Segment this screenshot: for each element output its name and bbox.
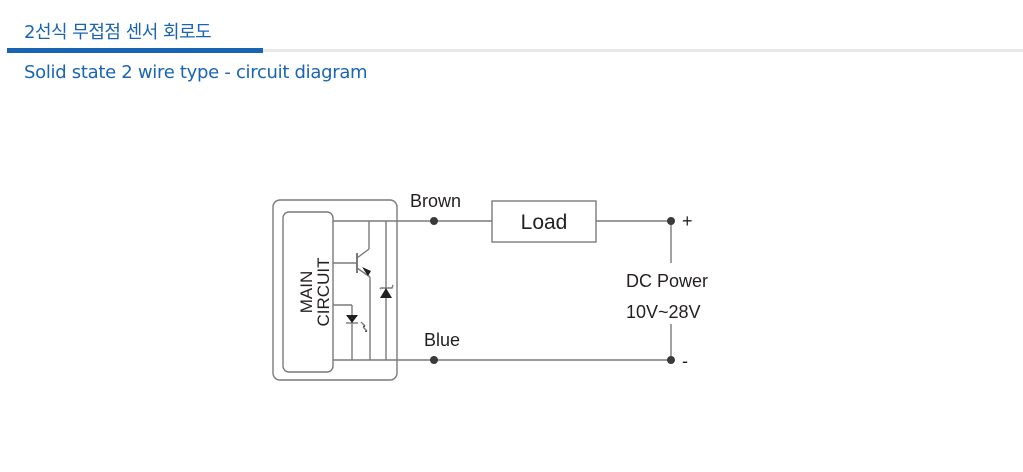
led-light-arrow-1: [360, 321, 366, 327]
main-circuit-block: [282, 211, 334, 373]
section-divider: [7, 49, 1023, 52]
minus-terminal: [667, 356, 675, 364]
plus-terminal: [667, 217, 675, 225]
led-arrow-head-1: [363, 325, 365, 327]
brown-label: Brown: [410, 191, 461, 211]
minus-label: -: [682, 351, 688, 371]
sensor-housing: [272, 199, 398, 381]
section-subtitle: Solid state 2 wire type - circuit diagra…: [24, 62, 368, 83]
plus-label: +: [682, 211, 693, 231]
led-arrow-head-2: [365, 330, 367, 332]
blue-terminal: [430, 356, 438, 364]
blue-label: Blue: [424, 330, 460, 350]
load-label: Load: [521, 211, 568, 234]
voltage-label: 10V~28V: [626, 302, 701, 322]
section-title-korean: 2선식 무접점 센서 회로도: [24, 22, 212, 43]
led-diode: [346, 315, 358, 323]
zener-bar: [379, 284, 394, 290]
brown-terminal: [430, 217, 438, 225]
led-light-arrow-2: [362, 326, 368, 332]
transistor-collector-leg: [356, 248, 370, 259]
main-circuit-label-1: MAIN: [297, 271, 316, 314]
zener-diode: [380, 288, 392, 298]
main-circuit-label-2: CIRCUIT: [314, 258, 333, 327]
power-label: DC Power: [626, 271, 708, 291]
section-divider-accent: [7, 48, 263, 53]
transistor-arrow: [362, 267, 371, 276]
